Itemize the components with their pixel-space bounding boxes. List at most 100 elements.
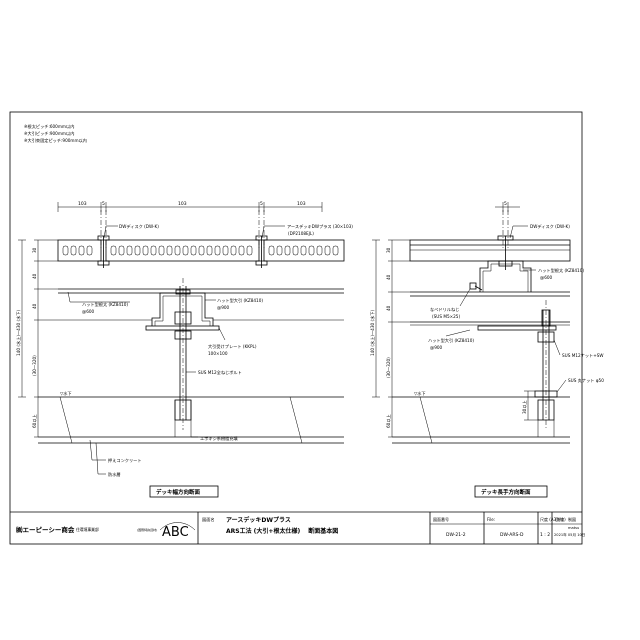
left-disc-label: DWディスク (DW-K) — [119, 223, 159, 230]
note-2: ※大引ピッチ:900mm以内 — [24, 130, 74, 137]
left-board-label-2: (DP2108EJL) — [288, 231, 314, 236]
logo-text: ABC — [162, 525, 189, 540]
board-hollow-cell — [276, 245, 283, 256]
board-hollow-cell — [166, 245, 173, 256]
left-hat-beam-label: ハット型大引 (KZ8410) — [217, 297, 263, 304]
dim-103-a: 103 — [78, 201, 87, 207]
threaded-bolt — [174, 278, 192, 430]
scale-label: 尺度 (A3判縮) — [540, 516, 566, 522]
file-name: DW-ARS-D — [500, 532, 524, 538]
date-label: 日付 — [555, 516, 563, 522]
board-hollow-cell — [268, 245, 275, 256]
left-concrete-label: 押えコンクリート — [108, 457, 142, 464]
notes: ※根太ピッチ:600mm以内 ※大引ピッチ:900mm以内 ※大引束固定ピッチ:… — [24, 123, 87, 144]
board-hollow-cell — [118, 245, 125, 256]
dim-5-a: 5 — [102, 201, 105, 207]
board-hollow-cell — [230, 245, 237, 256]
file-label: File: — [487, 517, 495, 522]
board-hollow-cell — [308, 245, 315, 256]
drawing-name-2: ARS工法 (大引+根太仕様) 断面基本図 — [226, 527, 338, 535]
right-dim-range: (30〜320) — [386, 357, 391, 378]
right-deck-board — [409, 239, 571, 262]
left-hat-joist-at: @600 — [82, 309, 95, 314]
board-hollow-cell — [158, 245, 165, 256]
right-hat-beam-label: ハット型大引 (KZ8410) — [428, 337, 474, 344]
dim-103-b: 103 — [178, 201, 187, 207]
board-hollow-cell — [78, 245, 85, 256]
right-dim-30: 30 — [386, 247, 391, 253]
board-hollow-cell — [246, 245, 253, 256]
right-dim-60: 60以上 — [385, 414, 391, 428]
right-hat-beam-at: @900 — [430, 345, 443, 350]
board-hollow-cell — [126, 245, 133, 256]
left-board-label-1: アースデッキDWプラス (30×103) — [287, 223, 353, 230]
right-dim-30up: 30以上 — [521, 400, 527, 414]
right-nut-label: SUS M12ナット+SW — [562, 353, 604, 359]
right-dim-40b: 40 — [386, 305, 391, 311]
hat-beam — [151, 292, 214, 326]
board-hollow-cell — [324, 245, 331, 256]
dw-disc-fastener-2 — [255, 235, 268, 268]
left-hat-beam-at: @900 — [217, 305, 230, 310]
left-plate-label-1: 大引受けプレート (KKPL) — [208, 343, 257, 350]
left-dim-40a: 40 — [32, 273, 37, 279]
board-hollow-cell — [214, 245, 221, 256]
board-hollow-cell — [284, 245, 291, 256]
right-threaded-bolt — [534, 300, 558, 430]
date-value: 2021年 05月 10日 — [554, 532, 585, 537]
left-dim-range: (30〜320) — [32, 355, 37, 376]
left-caption: デッキ幅方向断面 — [156, 488, 201, 496]
base-plate — [145, 325, 220, 331]
logo-subtext: (国際特許資材) — [137, 527, 157, 532]
left-water-down: ▽水下 — [60, 390, 72, 397]
dim-5-b: 5 — [260, 201, 263, 207]
title-block: ㈱エーピーシー商会 住環境事業部 (国際特許資材) ABC 図面名 アースデッキ… — [16, 512, 585, 544]
left-section: 103 5 103 5 103 DWディスク (DW — [15, 201, 353, 498]
board-hollow-cell — [238, 245, 245, 256]
board-hollow-cell — [70, 245, 77, 256]
right-dim-5: 5 — [504, 201, 507, 207]
drawing-no: DW-21-2 — [446, 532, 466, 538]
dw-disc-fastener-1 — [97, 235, 110, 268]
board-hollow-cell — [142, 245, 149, 256]
left-dim-30: 30 — [32, 247, 37, 253]
board-hollow-cell — [174, 245, 181, 256]
right-water-down: ▽水下 — [414, 390, 426, 397]
right-base-plate — [477, 325, 557, 331]
dim-103-c: 103 — [297, 201, 306, 207]
board-hollow-cell — [134, 245, 141, 256]
abc-logo: ABC — [159, 522, 196, 540]
board-hollow-cell — [190, 245, 197, 256]
left-bolt-label: SUS M12全ねじボルト — [198, 369, 242, 376]
left-epoxy-label: エポキシ系樹脂充填 — [200, 435, 238, 442]
right-hat-joist — [479, 260, 532, 292]
note-3: ※大引束固定ピッチ:900mm以内 — [24, 137, 87, 144]
board-hollow-cell — [62, 245, 69, 256]
board-hollow-cell — [110, 245, 117, 256]
company-name: ㈱エーピーシー商会 — [16, 525, 75, 534]
board-hollow-cell — [300, 245, 307, 256]
board-hollow-cell — [182, 245, 189, 256]
board-hollow-cell — [198, 245, 205, 256]
board-hollow-cell — [292, 245, 299, 256]
drill-screw — [469, 282, 483, 291]
board-hollow-cell — [86, 245, 93, 256]
board-hollow-cell — [206, 245, 213, 256]
left-dim-60: 60以上 — [31, 414, 37, 428]
left-plate-label-2: 100×100 — [208, 351, 228, 356]
company-department: 住環境事業部 — [76, 527, 99, 532]
drawing-name-label: 図面名 — [202, 516, 215, 523]
left-hat-joist-label: ハット型根太 (KZ8410) — [82, 301, 128, 308]
right-screw-label-2: (SUS M5×25) — [432, 314, 460, 319]
author-label: 制図 — [568, 516, 576, 522]
right-screw-label-1: なべドリルねじ — [430, 306, 459, 313]
note-1: ※根太ピッチ:600mm以内 — [24, 123, 74, 130]
right-sq-nut-label: SUS 丸ナット φ50 — [568, 377, 604, 384]
right-hat-joist-label: ハット型根太 (KZ8410) — [538, 267, 584, 274]
left-dim-40b: 40 — [32, 303, 37, 309]
author-value: matsu — [568, 526, 579, 530]
right-dim-40a: 40 — [386, 274, 391, 280]
board-hollow-cell — [316, 245, 323, 256]
right-dw-disc — [497, 235, 514, 270]
